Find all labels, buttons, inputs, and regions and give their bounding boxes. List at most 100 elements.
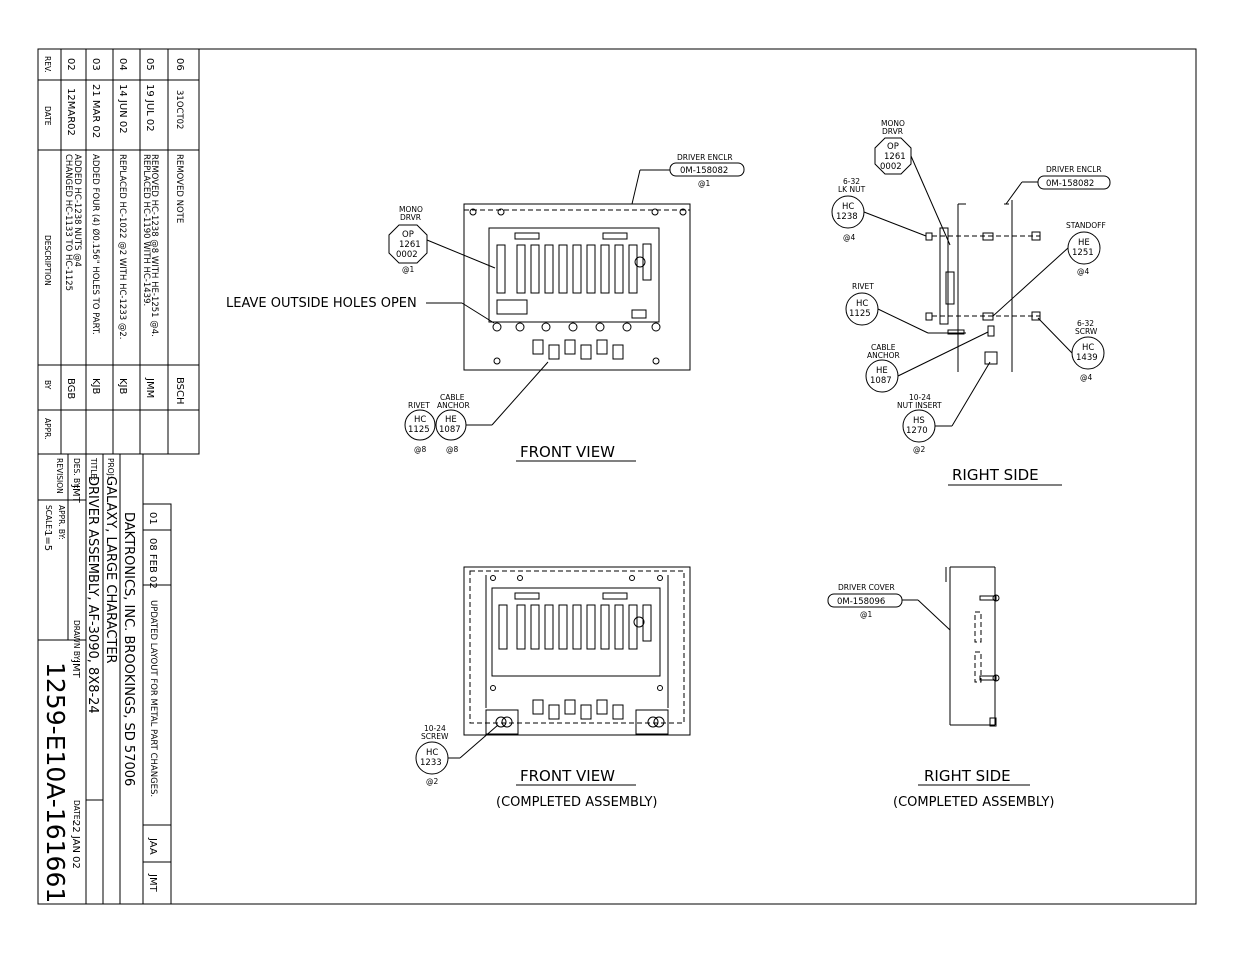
company-name: DAKTRONICS, INC. BROOKINGS, SD 57006: [121, 512, 136, 786]
svg-text:HE: HE: [445, 415, 457, 425]
rev-row-date: 31OCT02: [174, 90, 184, 129]
right-side-completed-label: RIGHT SIDE: [924, 767, 1011, 785]
svg-text:1261: 1261: [884, 152, 906, 162]
callout-mono-drvr-side: MONO DRVR OP 1261 0002: [874, 119, 951, 246]
rev-row-by: BGB: [65, 378, 76, 399]
svg-text:ANCHOR: ANCHOR: [867, 351, 900, 360]
front-view-label: FRONT VIEW: [520, 443, 615, 461]
callout-screw-side: 6-32 SCRW HC 1439 @4: [1037, 317, 1105, 382]
title-label: TITLE:: [89, 457, 98, 481]
drawing-number: 1259-E10A-161661: [41, 662, 70, 903]
rev-row-rev: 03: [90, 58, 101, 71]
svg-text:CABLE: CABLE: [440, 393, 465, 402]
title-block: 01 08 FEB 02 UPDATED LAYOUT FOR METAL PA…: [38, 453, 199, 905]
rev-row-by: BSCH: [174, 377, 185, 405]
svg-text:1125: 1125: [408, 425, 430, 435]
svg-text:HC: HC: [414, 415, 426, 425]
front-view-completed-label: FRONT VIEW: [520, 767, 615, 785]
scale-label: SCALE:: [44, 505, 53, 532]
designer: JMT: [70, 484, 81, 504]
rev-row-date: 12MAR02: [65, 88, 76, 136]
svg-text:SCRW: SCRW: [1075, 327, 1098, 336]
svg-text:DRIVER ENCLR: DRIVER ENCLR: [1046, 165, 1102, 174]
rev-header-by: BY: [43, 380, 52, 390]
callout-nut-insert: 10-24 NUT INSERT HS 1270 @2: [897, 361, 991, 454]
svg-text:RIVET: RIVET: [852, 282, 874, 291]
callout-mono-drvr: MONO DRVR OP 1261 0002 @1: [388, 205, 496, 274]
svg-text:ANCHOR: ANCHOR: [437, 401, 470, 410]
svg-text:SCREW: SCREW: [421, 732, 449, 741]
svg-text:OP: OP: [402, 230, 414, 240]
appr-label: APPR. BY:: [57, 505, 66, 540]
svg-text:1439: 1439: [1076, 353, 1098, 363]
svg-text:RIVET: RIVET: [408, 401, 430, 410]
callout-cable-anchor-side: CABLE ANCHOR HE 1087: [865, 331, 989, 393]
rev-row-desc: REMOVED NOTE: [174, 154, 184, 223]
rev-row-by: JMM: [144, 377, 155, 398]
callout-driver-cover: DRIVER COVER 0M-158096 @1: [827, 583, 951, 631]
svg-text:STANDOFF: STANDOFF: [1066, 221, 1106, 230]
callout-rivet-side: RIVET HC 1125: [845, 282, 966, 334]
svg-text:@4: @4: [843, 233, 856, 242]
svg-text:HC: HC: [1082, 343, 1094, 353]
svg-text:OP: OP: [887, 142, 899, 152]
svg-text:@1: @1: [402, 265, 415, 274]
svg-text:0M-158096: 0M-158096: [837, 597, 885, 607]
rev-row-by: KJB: [90, 378, 101, 395]
completed-assembly-note-right: (COMPLETED ASSEMBLY): [893, 795, 1054, 810]
svg-text:1251: 1251: [1072, 248, 1094, 258]
rev-row-rev: 04: [117, 58, 128, 71]
svg-text:@1: @1: [698, 179, 711, 188]
svg-text:CABLE: CABLE: [871, 343, 896, 352]
svg-text:DRIVER COVER: DRIVER COVER: [838, 583, 895, 592]
rev-row-date: 14 JUN 02: [117, 84, 128, 134]
drawing-date: 22 JAN 02: [70, 820, 81, 869]
rev-row-desc: REMOVED HC-1238 @8 WITH HE-1251 @4.: [149, 154, 159, 337]
svg-text:DRVR: DRVR: [400, 213, 421, 222]
svg-text:@8: @8: [414, 445, 427, 454]
svg-text:LK NUT: LK NUT: [838, 185, 866, 194]
svg-text:LEAVE OUTSIDE HOLES OPEN: LEAVE OUTSIDE HOLES OPEN: [226, 296, 417, 311]
rev-row-desc: REPLACED HC-1190 WITH HC-1439.: [141, 154, 151, 306]
drawing-title: DRIVER ASSEMBLY, AF-3090, 8X8-24: [85, 476, 100, 714]
svg-text:0M-158082: 0M-158082: [1046, 179, 1094, 189]
svg-text:1261: 1261: [399, 240, 421, 250]
rev-row-desc: CHANGED HC-1133 TO HC-1125: [63, 154, 73, 291]
svg-text:HC: HC: [842, 202, 854, 212]
rev-row-by: KJB: [117, 378, 128, 395]
svg-text:0002: 0002: [880, 162, 902, 172]
svg-text:HE: HE: [876, 366, 888, 376]
callout-driver-enclr: DRIVER ENCLR 0M-158082 @1: [631, 153, 745, 205]
callout-rivet-anchor: RIVET CABLE ANCHOR HC 1125 HE 1087 @8 @8: [404, 361, 549, 454]
rev-header-appr: APPR.: [43, 418, 52, 440]
svg-text:NUT INSERT: NUT INSERT: [897, 401, 942, 410]
svg-text:1125: 1125: [849, 309, 871, 319]
right-side-drawing: [925, 200, 1041, 372]
svg-text:1087: 1087: [870, 376, 892, 386]
svg-text:HC: HC: [426, 748, 438, 758]
des-label: DES. BY:: [72, 458, 81, 489]
svg-text:6-32: 6-32: [843, 177, 860, 186]
rev-row-desc: ADDED HC-1238 NUTS @4: [72, 154, 82, 267]
svg-text:1238: 1238: [836, 212, 858, 222]
svg-text:0002: 0002: [396, 250, 418, 260]
rev-row-rev: 02: [65, 58, 76, 71]
svg-text:MONO: MONO: [399, 205, 423, 214]
svg-text:MONO: MONO: [881, 119, 905, 128]
rev01-rev: 01: [147, 512, 158, 525]
svg-text:HE: HE: [1078, 238, 1090, 248]
rev-header-description: DESCRIPTION: [43, 235, 52, 286]
svg-text:@4: @4: [1080, 373, 1093, 382]
rev01-by: JAA: [147, 837, 158, 855]
completed-assembly-note: (COMPLETED ASSEMBLY): [496, 795, 657, 810]
svg-text:10-24: 10-24: [424, 724, 446, 733]
svg-text:@4: @4: [1077, 267, 1090, 276]
svg-text:DRVR: DRVR: [882, 127, 903, 136]
svg-text:@2: @2: [913, 445, 926, 454]
rev-header-rev: REV.: [43, 56, 52, 73]
svg-text:DRIVER ENCLR: DRIVER ENCLR: [677, 153, 733, 162]
revision-label: REVISION: [55, 458, 64, 494]
svg-text:HS: HS: [913, 416, 925, 426]
note-leave-holes: LEAVE OUTSIDE HOLES OPEN: [226, 296, 495, 324]
